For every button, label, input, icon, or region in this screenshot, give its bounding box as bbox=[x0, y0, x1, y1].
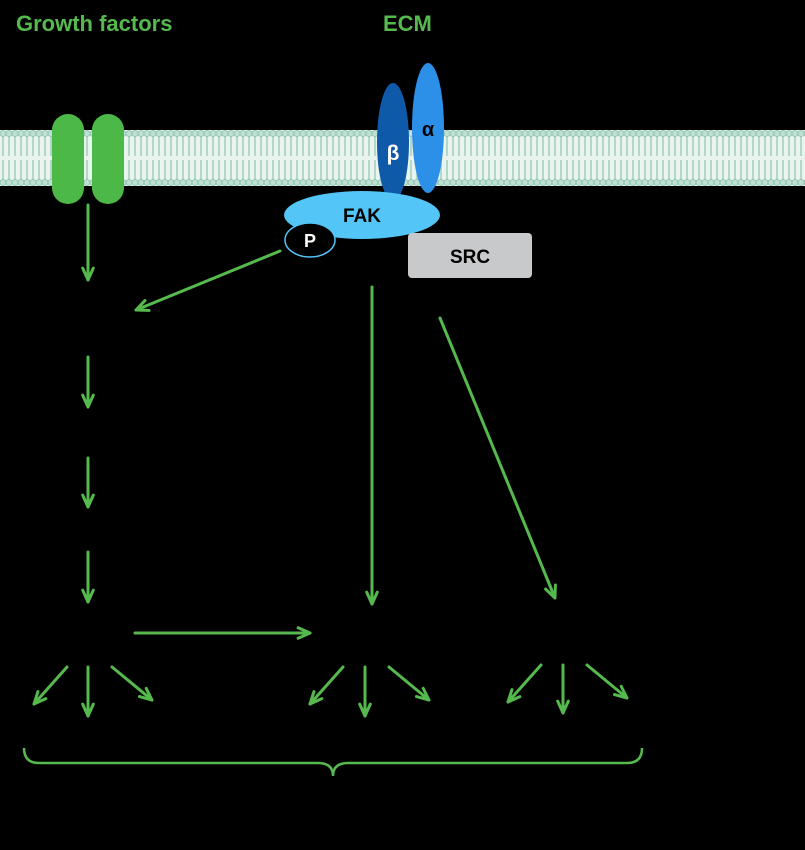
right-fan-arrow-3 bbox=[585, 663, 629, 700]
integrin-beta-label: β bbox=[387, 142, 400, 165]
gf-arrow-3-head bbox=[81, 493, 95, 509]
left-fan-arrow-1-head bbox=[32, 690, 48, 706]
fak-down-arrow-head bbox=[365, 590, 379, 606]
middle-fan-arrow-3-shaft bbox=[387, 665, 431, 702]
middle-fan-arrow-3-head bbox=[414, 686, 431, 702]
left-fan-arrow-2-head bbox=[81, 702, 95, 718]
right-fan-arrow-1-shaft bbox=[506, 663, 543, 704]
middle-fan-arrow-1 bbox=[308, 665, 345, 706]
left-fan-arrow-3-head bbox=[137, 686, 154, 702]
receptor-subunit-left bbox=[52, 114, 84, 204]
src-down-arrow bbox=[438, 316, 557, 600]
fak-label: FAK bbox=[343, 206, 381, 227]
growth-factors-title: Growth factors bbox=[16, 11, 173, 36]
middle-fan-arrow-3 bbox=[387, 665, 431, 702]
phospho-label: P bbox=[304, 231, 316, 251]
receptor-subunit-right bbox=[92, 114, 124, 204]
gf-arrow-2-head bbox=[81, 393, 95, 409]
left-fan-arrow-1-shaft bbox=[32, 665, 69, 706]
fak-to-left-arrow-head bbox=[134, 299, 151, 312]
src-label: SRC bbox=[450, 247, 490, 268]
src-down-arrow-shaft bbox=[438, 316, 557, 600]
gf-arrow-1-head bbox=[81, 266, 95, 282]
src-box bbox=[408, 233, 532, 278]
middle-fan-arrow-2-head bbox=[358, 702, 372, 718]
middle-fan-arrow-2 bbox=[358, 665, 372, 718]
middle-fan-arrow-1-head bbox=[308, 690, 324, 706]
fak-to-left-arrow-shaft bbox=[134, 249, 282, 312]
gf-arrow-2 bbox=[81, 355, 95, 409]
right-fan-arrow-1-head bbox=[506, 688, 522, 704]
gf-arrow-3 bbox=[81, 456, 95, 509]
left-fan-arrow-3-shaft bbox=[110, 665, 154, 702]
fak-down-arrow bbox=[365, 285, 379, 606]
integrin-receptor: β α bbox=[377, 63, 444, 201]
middle-fan-arrow-1-shaft bbox=[308, 665, 345, 706]
right-fan-arrow-3-shaft bbox=[585, 663, 629, 700]
fak-to-left-arrow bbox=[134, 249, 282, 312]
growth-factor-receptor bbox=[52, 114, 124, 204]
src-down-arrow-head bbox=[544, 583, 557, 600]
pathway-arrows bbox=[32, 203, 629, 718]
left-to-middle-arrow bbox=[133, 626, 312, 640]
gf-arrow-1 bbox=[81, 203, 95, 282]
gf-arrow-4 bbox=[81, 550, 95, 604]
right-fan-arrow-3-head bbox=[612, 684, 629, 700]
left-to-middle-arrow-head bbox=[296, 626, 312, 640]
left-fan-arrow-3 bbox=[110, 665, 154, 702]
left-fan-arrow-1 bbox=[32, 665, 69, 706]
phospho-badge bbox=[284, 222, 336, 258]
integrin-beta-subunit bbox=[377, 83, 409, 201]
right-fan-arrow-1 bbox=[506, 663, 543, 704]
right-fan-arrow-2-head bbox=[556, 699, 570, 715]
left-fan-arrow-2 bbox=[81, 665, 95, 718]
integrin-alpha-label: α bbox=[422, 119, 435, 141]
ecm-title: ECM bbox=[383, 11, 432, 36]
integrin-alpha-subunit bbox=[412, 63, 444, 193]
right-fan-arrow-2 bbox=[556, 663, 570, 715]
gf-arrow-4-head bbox=[81, 588, 95, 604]
grouping-bracket bbox=[22, 747, 644, 777]
